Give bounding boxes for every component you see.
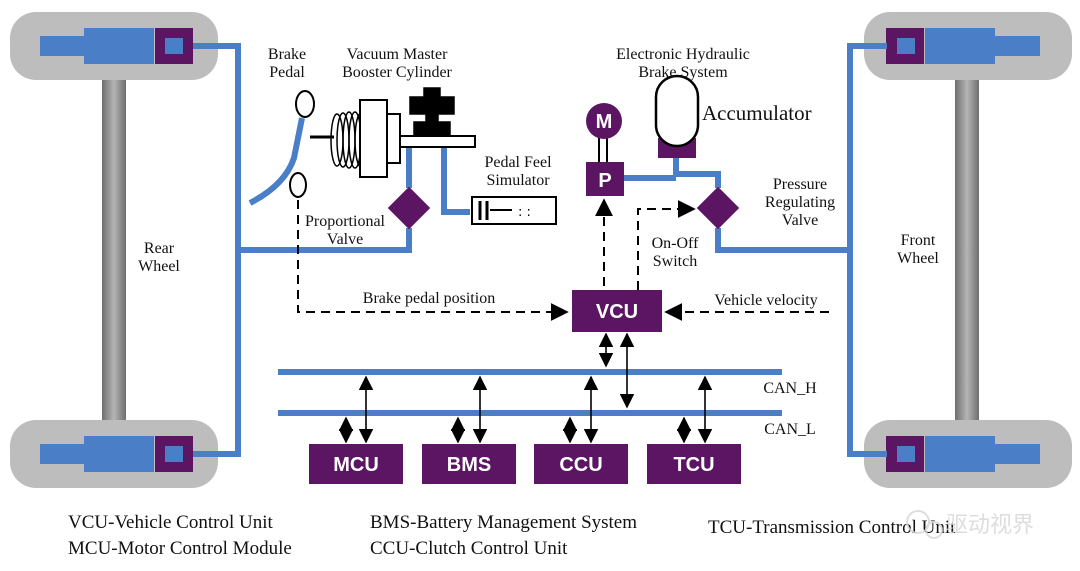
mcu-unit: MCU — [309, 444, 403, 484]
legend-mcu: MCU-Motor Control Module — [68, 538, 292, 559]
signal-lines — [297, 198, 829, 321]
on-off-switch-label-2: Switch — [653, 253, 697, 270]
brake-pedal-label-2: Pedal — [269, 64, 305, 81]
pedal-feel-label-2: Simulator — [486, 172, 550, 189]
can-l-label: CAN_L — [764, 421, 816, 438]
legend-tcu: TCU-Transmission Control Unit — [708, 517, 956, 538]
front-wheel-label-1: Front — [901, 232, 936, 249]
legend-ccu: CCU-Clutch Control Unit — [370, 538, 568, 559]
pump-label: P — [598, 170, 611, 192]
brake-pedal-label-1: Brake — [268, 46, 306, 63]
vacuum-booster — [330, 87, 476, 178]
brake-pedal — [248, 90, 334, 206]
vacuum-booster-label-1: Vacuum Master — [347, 46, 449, 63]
front-bottom-wheel — [864, 420, 1072, 488]
tcu-label: TCU — [673, 454, 714, 476]
ccu-label: CCU — [559, 454, 602, 476]
ccu-unit: CCU — [534, 444, 628, 484]
rear-top-wheel — [10, 12, 218, 80]
pedal-feel-label-1: Pedal Feel — [484, 154, 552, 171]
motor: M — [586, 103, 622, 163]
rear-bottom-wheel — [10, 420, 218, 488]
on-off-switch-label-1: On-Off — [652, 235, 699, 252]
pressure-valve-label-2: Regulating — [765, 194, 835, 211]
legend-vcu: VCU-Vehicle Control Unit — [68, 512, 273, 533]
proportional-valve-label-2: Valve — [327, 231, 363, 248]
ehb-label-2: Brake System — [638, 64, 728, 81]
brake-pedal-position-label: Brake pedal position — [363, 290, 495, 307]
pressure-valve-label-3: Valve — [782, 212, 818, 229]
vacuum-booster-label-2: Booster Cylinder — [342, 64, 452, 81]
accumulator-label: Accumulator — [702, 101, 812, 125]
vcu-label: VCU — [596, 301, 638, 323]
tcu-unit: TCU — [647, 444, 741, 484]
can-h-label: CAN_H — [763, 380, 817, 397]
proportional-valve — [387, 186, 431, 230]
front-wheel-label-2: Wheel — [897, 250, 939, 267]
front-top-wheel — [864, 12, 1072, 80]
accumulator — [654, 74, 700, 158]
watermark: 驱动视界 — [906, 510, 1034, 539]
rear-axle — [102, 72, 126, 427]
rear-wheel-label-1: Rear — [144, 240, 175, 257]
vehicle-velocity-label: Vehicle velocity — [714, 292, 818, 309]
pedal-feel-simulator: : : — [471, 196, 557, 225]
front-axle — [955, 72, 979, 427]
pressure-regulating-valve — [696, 186, 740, 230]
vcu-unit: VCU — [572, 290, 662, 332]
bms-label: BMS — [447, 454, 491, 476]
ehb-label-1: Electronic Hydraulic — [616, 46, 750, 63]
hydraulic-lines — [193, 43, 887, 457]
rear-wheel-label-2: Wheel — [138, 258, 180, 275]
pump: P — [586, 162, 624, 196]
motor-label: M — [596, 111, 613, 133]
can-links — [338, 332, 713, 444]
svg-text:: :: : : — [518, 205, 531, 220]
legend-bms: BMS-Battery Management System — [370, 512, 637, 533]
proportional-valve-label-1: Proportional — [305, 213, 386, 230]
mcu-label: MCU — [333, 454, 379, 476]
bms-unit: BMS — [422, 444, 516, 484]
pressure-valve-label-1: Pressure — [773, 176, 827, 193]
watermark-text: 驱动视界 — [946, 513, 1034, 538]
